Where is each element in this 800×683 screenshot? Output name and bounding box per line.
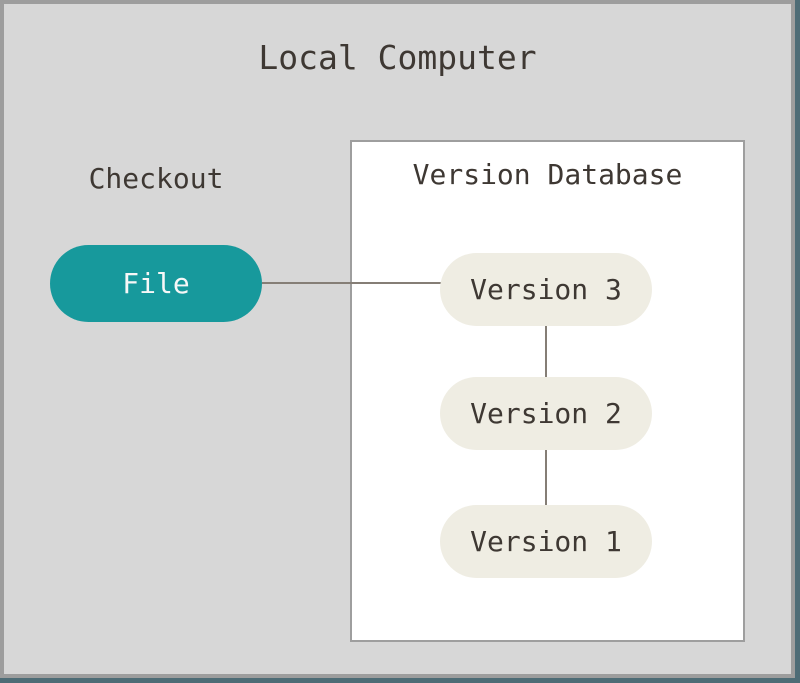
connector-version3-to-version2 xyxy=(545,326,547,377)
version-database-title: Version Database xyxy=(412,158,683,191)
version-node-1: Version 1 xyxy=(440,505,652,578)
checkout-label: Checkout xyxy=(88,162,224,195)
version-node-2: Version 2 xyxy=(440,377,652,450)
file-node: File xyxy=(50,245,262,322)
version-node-3: Version 3 xyxy=(440,253,652,326)
diagram-title: Local Computer xyxy=(258,38,537,77)
connector-version2-to-version1 xyxy=(545,450,547,505)
connector-file-to-version3 xyxy=(262,282,442,284)
